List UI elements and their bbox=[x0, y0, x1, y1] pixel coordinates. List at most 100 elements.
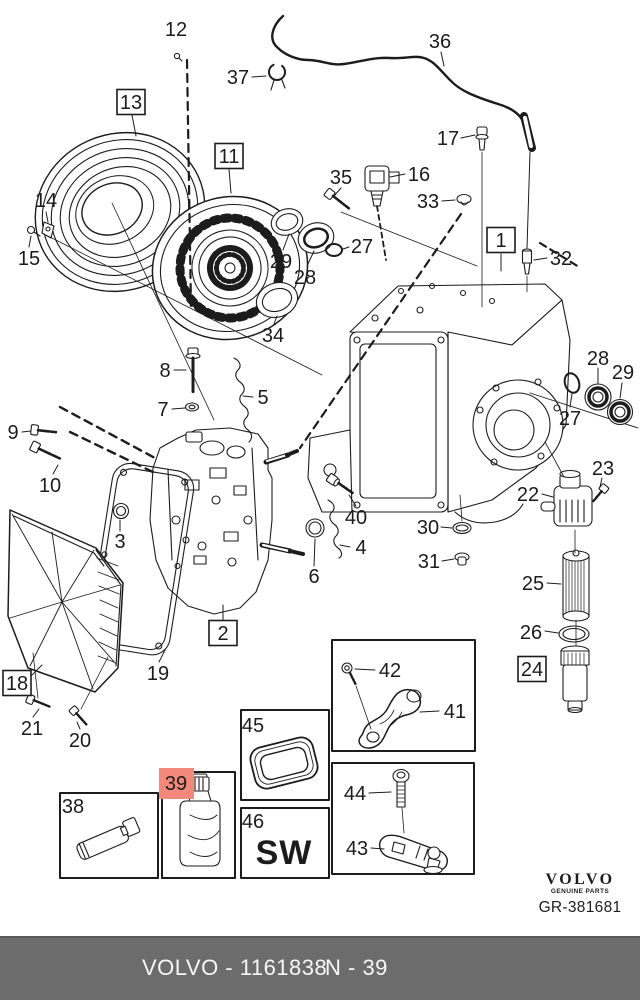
callout-1[interactable]: 1 bbox=[486, 226, 516, 254]
callout-3[interactable]: 3 bbox=[114, 531, 125, 553]
part-39-oil-bottle bbox=[179, 773, 221, 867]
callout-25[interactable]: 25 bbox=[522, 573, 544, 595]
svg-text:37: 37 bbox=[227, 67, 249, 89]
leader-lines bbox=[21, 51, 623, 850]
callout-46[interactable]: 46 bbox=[242, 811, 264, 833]
part-36-pipe bbox=[271, 14, 532, 148]
callout-42[interactable]: 42 bbox=[379, 660, 401, 682]
footer-bar: VOLVO - 1161838 N - 39 bbox=[0, 936, 640, 1000]
callout-17[interactable]: 17 bbox=[437, 128, 459, 150]
svg-text:16: 16 bbox=[408, 164, 430, 186]
footer-part-number: VOLVO - 1161838 bbox=[142, 955, 328, 980]
part-14-clip bbox=[41, 221, 55, 239]
callout-18[interactable]: 18 bbox=[2, 669, 32, 697]
callout-23[interactable]: 23 bbox=[592, 458, 614, 480]
callout-12[interactable]: 12 bbox=[165, 19, 187, 41]
part-19-gasket bbox=[88, 462, 195, 656]
callout-44[interactable]: 44 bbox=[344, 783, 366, 805]
svg-text:27: 27 bbox=[351, 236, 373, 258]
callout-36[interactable]: 36 bbox=[429, 31, 451, 53]
svg-text:42: 42 bbox=[379, 660, 401, 682]
svg-text:33: 33 bbox=[417, 191, 439, 213]
svg-text:27: 27 bbox=[559, 408, 581, 430]
callout-16[interactable]: 16 bbox=[408, 164, 430, 186]
callout-40[interactable]: 40 bbox=[345, 507, 367, 529]
callout-41[interactable]: 41 bbox=[444, 701, 466, 723]
part-27-oring bbox=[325, 243, 343, 257]
callout-39[interactable]: 39 bbox=[159, 768, 194, 799]
part-12-screw bbox=[173, 52, 183, 62]
svg-text:29: 29 bbox=[612, 362, 634, 384]
callout-6[interactable]: 6 bbox=[308, 566, 319, 588]
callout-37[interactable]: 37 bbox=[227, 67, 249, 89]
callout-28[interactable]: 28 bbox=[294, 267, 316, 289]
sw-label: SW bbox=[256, 834, 313, 872]
svg-text:19: 19 bbox=[147, 663, 169, 685]
callout-9[interactable]: 9 bbox=[7, 422, 18, 444]
svg-text:12: 12 bbox=[165, 19, 187, 41]
svg-text:8: 8 bbox=[159, 360, 170, 382]
callout-29[interactable]: 29 bbox=[270, 251, 292, 273]
callout-24[interactable]: 24 bbox=[517, 655, 547, 683]
callout-15[interactable]: 15 bbox=[18, 248, 40, 270]
part-45-gasket bbox=[249, 736, 319, 790]
svg-text:31: 31 bbox=[418, 551, 440, 573]
part-37-clamp bbox=[268, 63, 286, 91]
callout-2[interactable]: 2 bbox=[208, 619, 238, 647]
callout-31[interactable]: 31 bbox=[418, 551, 440, 573]
part-10-bolt bbox=[29, 440, 62, 461]
callout-7[interactable]: 7 bbox=[157, 399, 168, 421]
callout-19[interactable]: 19 bbox=[147, 663, 169, 685]
svg-text:7: 7 bbox=[157, 399, 168, 421]
callout-27-2[interactable]: 27 bbox=[559, 408, 581, 430]
part-26-oring bbox=[558, 625, 590, 643]
callout-14[interactable]: 14 bbox=[35, 190, 57, 212]
callout-10[interactable]: 10 bbox=[39, 475, 61, 497]
part-44-bolt bbox=[392, 768, 410, 808]
part-3-seal bbox=[112, 502, 130, 520]
svg-text:21: 21 bbox=[21, 718, 43, 740]
svg-text:24: 24 bbox=[521, 659, 543, 681]
callout-34[interactable]: 34 bbox=[262, 325, 284, 347]
svg-text:13: 13 bbox=[120, 92, 142, 114]
part-41-bracket bbox=[358, 688, 422, 749]
callout-22[interactable]: 22 bbox=[517, 484, 539, 506]
part-29-seal bbox=[270, 208, 304, 236]
callout-33[interactable]: 33 bbox=[417, 191, 439, 213]
callout-11[interactable]: 11 bbox=[214, 142, 244, 170]
part-29-seal-right bbox=[606, 398, 634, 426]
callout-43[interactable]: 43 bbox=[346, 838, 368, 860]
part-31-plug bbox=[454, 552, 470, 566]
callout-26[interactable]: 26 bbox=[520, 622, 542, 644]
callout-30[interactable]: 30 bbox=[417, 517, 439, 539]
svg-text:9: 9 bbox=[7, 422, 18, 444]
part-18-oil-pan bbox=[7, 509, 124, 693]
callout-8[interactable]: 8 bbox=[159, 360, 170, 382]
callout-27[interactable]: 27 bbox=[351, 236, 373, 258]
part-17-bolt bbox=[475, 126, 489, 151]
svg-text:29: 29 bbox=[270, 251, 292, 273]
callout-29-2[interactable]: 29 bbox=[612, 362, 634, 384]
volvo-tagline: GENUINE PARTS bbox=[550, 888, 610, 895]
svg-text:11: 11 bbox=[219, 146, 240, 168]
callout-20[interactable]: 20 bbox=[69, 730, 91, 752]
callout-35[interactable]: 35 bbox=[330, 167, 352, 189]
part-33-clip bbox=[456, 193, 472, 206]
callout-32[interactable]: 32 bbox=[550, 248, 572, 270]
part-5-strip bbox=[233, 357, 253, 443]
callout-21[interactable]: 21 bbox=[21, 718, 43, 740]
svg-text:26: 26 bbox=[520, 622, 542, 644]
part-34-seal bbox=[255, 281, 299, 319]
part-24-cover bbox=[560, 645, 590, 714]
callout-38[interactable]: 38 bbox=[62, 796, 84, 818]
callout-5[interactable]: 5 bbox=[257, 387, 268, 409]
callout-28-2[interactable]: 28 bbox=[587, 348, 609, 370]
svg-text:20: 20 bbox=[69, 730, 91, 752]
part-30-oring bbox=[452, 521, 472, 535]
callout-45[interactable]: 45 bbox=[242, 715, 264, 737]
callout-13[interactable]: 13 bbox=[116, 88, 146, 116]
part-21-screw bbox=[25, 693, 51, 708]
callout-4[interactable]: 4 bbox=[355, 537, 366, 559]
part-4-strip bbox=[327, 499, 343, 559]
